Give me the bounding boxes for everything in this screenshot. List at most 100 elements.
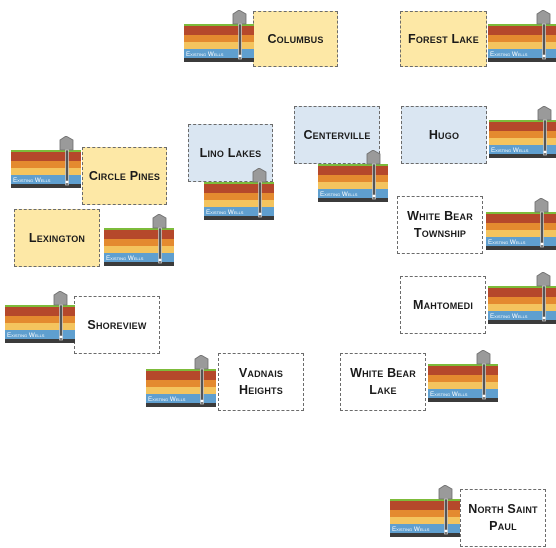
well-screen [258,212,262,216]
clay-layer [5,307,75,316]
well-pipe [59,304,63,341]
bedrock-layer [204,216,274,220]
well-house-icon [232,9,247,25]
existing-wells-icon: Existing Wells [184,9,254,66]
well-screen [542,54,546,58]
existing-wells-icon: Existing Wells [146,354,216,411]
clay-layer [390,501,460,510]
existing-wells-icon: Existing Wells [488,271,556,328]
existing-wells-label: Existing Wells [106,255,144,262]
well-house-icon [53,290,68,306]
existing-wells-icon: Existing Wells [318,149,388,206]
bedrock-layer [428,398,498,402]
clay-layer [488,26,556,35]
existing-wells-icon: Existing Wells [5,290,75,347]
aquifer-layer [146,394,216,403]
bedrock-layer [318,198,388,202]
well-screen [540,242,544,246]
grass-layer [488,24,556,26]
grass-layer [489,120,556,122]
bedrock-layer [390,533,460,537]
existing-wells-label: Existing Wells [491,147,529,154]
bedrock-layer [184,58,254,62]
city-label: Mahtomedi [412,297,474,312]
city-label: Vadnais Heights [238,366,284,397]
city-box-hugo: Hugo [401,106,487,164]
well-house-icon [537,105,552,121]
bedrock-layer [488,58,556,62]
well-pipe [543,119,547,156]
existing-wells-icon: Existing Wells [488,9,556,66]
soil-layer [5,316,75,323]
clay-layer [488,288,556,297]
city-box-lino-lakes: Lino Lakes [188,124,273,182]
city-label: Circle Pines [88,168,161,183]
well-pipe [444,498,448,535]
city-label: Forest Lake [408,31,479,46]
soil-layer [104,239,174,246]
well-house-icon [534,197,549,213]
city-box-circle-pines: Circle Pines [82,147,167,205]
soil-layer [428,375,498,382]
soil-layer [488,35,556,42]
well-house-icon [476,349,491,365]
city-label: Hugo [428,127,460,142]
clay-layer [318,166,388,175]
aquifer-layer [318,189,388,198]
bedrock-layer [489,154,556,158]
aquifer-layer [184,49,254,58]
well-house-icon [366,149,381,165]
well-house-icon [536,9,551,25]
existing-wells-icon: Existing Wells [489,105,556,162]
sand-layer [184,42,254,49]
city-label: Columbus [267,31,324,46]
sand-layer [489,138,556,145]
city-box-columbus: Columbus [253,11,338,67]
sand-layer [488,42,556,49]
well-pipe [540,211,544,248]
well-pipe [158,227,162,264]
well-pipe [258,181,262,218]
clay-layer [489,122,556,131]
existing-wells-label: Existing Wells [13,177,51,184]
city-label: Centerville [303,127,371,142]
bedrock-layer [11,184,81,188]
sand-layer [146,387,216,394]
clay-layer [11,152,81,161]
grass-layer [104,228,174,230]
city-label: Lexington [28,230,86,245]
soil-layer [11,161,81,168]
clay-layer [204,184,274,193]
grass-layer [204,182,274,184]
existing-wells-label: Existing Wells [320,191,358,198]
existing-wells-label: Existing Wells [488,239,526,246]
well-screen [65,180,69,184]
existing-wells-label: Existing Wells [490,313,528,320]
sand-layer [428,382,498,389]
aquifer-layer [11,175,81,184]
soil-layer [184,35,254,42]
city-box-white-bear-lake: White Bear Lake [340,353,426,411]
city-box-north-saint-paul: North Saint Paul [460,489,546,547]
city-box-vadnais-heights: Vadnais Heights [218,353,304,411]
well-house-icon [59,135,74,151]
aquifer-layer [5,330,75,339]
well-house-icon [194,354,209,370]
aquifer-layer [390,524,460,533]
sand-layer [488,304,556,311]
bedrock-layer [488,320,556,324]
well-screen [444,529,448,533]
well-pipe [482,363,486,400]
aquifer-layer [489,145,556,154]
well-pipe [542,285,546,322]
city-box-centerville: Centerville [294,106,380,164]
well-screen [542,316,546,320]
well-pipe [65,149,69,186]
bedrock-layer [104,262,174,266]
existing-wells-label: Existing Wells [148,396,186,403]
aquifer-layer [488,49,556,58]
aquifer-layer [488,311,556,320]
well-screen [482,394,486,398]
sand-layer [204,200,274,207]
existing-wells-icon: Existing Wells [204,167,274,224]
